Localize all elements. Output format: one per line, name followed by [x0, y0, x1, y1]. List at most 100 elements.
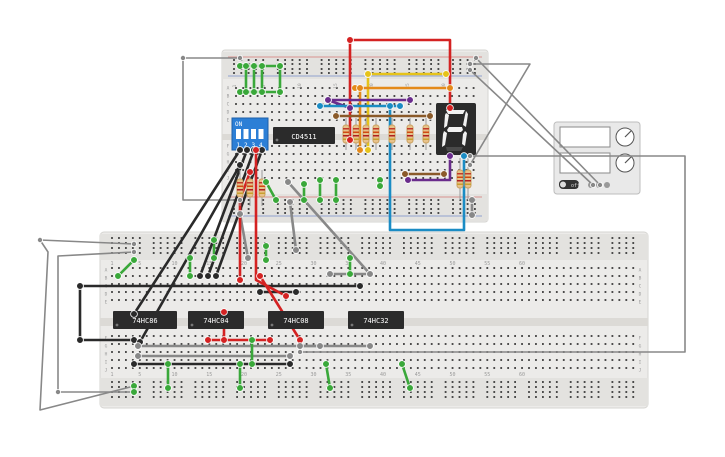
breadboard-hole[interactable]: [292, 95, 295, 97]
breadboard-hole[interactable]: [583, 335, 586, 337]
wire-endpoint[interactable]: [212, 272, 220, 280]
breadboard-hole[interactable]: [597, 242, 600, 244]
breadboard-hole[interactable]: [555, 283, 558, 285]
breadboard-hole[interactable]: [328, 203, 330, 205]
breadboard-hole[interactable]: [278, 111, 281, 113]
breadboard-hole[interactable]: [243, 299, 245, 301]
breadboard-hole[interactable]: [233, 68, 235, 70]
breadboard-hole[interactable]: [118, 367, 120, 369]
breadboard-hole[interactable]: [375, 335, 377, 337]
breadboard-hole[interactable]: [415, 208, 418, 210]
breadboard-hole[interactable]: [314, 161, 317, 163]
breadboard-hole[interactable]: [632, 391, 635, 393]
breadboard-hole[interactable]: [528, 283, 530, 285]
breadboard-hole[interactable]: [500, 359, 503, 361]
breadboard-hole[interactable]: [535, 237, 537, 239]
breadboard-hole[interactable]: [459, 203, 462, 205]
breadboard-hole[interactable]: [389, 283, 391, 285]
breadboard-hole[interactable]: [465, 237, 468, 239]
breadboard-hole[interactable]: [632, 367, 635, 369]
breadboard-hole[interactable]: [257, 299, 259, 301]
breadboard-hole[interactable]: [486, 367, 489, 369]
breadboard-hole[interactable]: [403, 359, 405, 361]
breadboard-hole[interactable]: [386, 177, 389, 179]
breadboard-hole[interactable]: [131, 283, 134, 285]
breadboard-hole[interactable]: [618, 381, 621, 383]
breadboard-hole[interactable]: [361, 386, 364, 388]
breadboard-hole[interactable]: [173, 291, 176, 293]
breadboard-hole[interactable]: [368, 335, 371, 337]
breadboard-hole[interactable]: [201, 335, 204, 337]
breadboard-hole[interactable]: [194, 367, 197, 369]
breadboard-hole[interactable]: [145, 299, 148, 301]
breadboard-hole[interactable]: [583, 299, 586, 301]
breadboard-hole[interactable]: [452, 63, 454, 65]
breadboard-hole[interactable]: [173, 247, 176, 249]
breadboard-hole[interactable]: [138, 267, 141, 269]
breadboard-hole[interactable]: [562, 291, 565, 293]
wire-endpoint[interactable]: [597, 181, 604, 188]
breadboard-hole[interactable]: [393, 169, 396, 171]
breadboard-hole[interactable]: [507, 386, 510, 388]
breadboard-hole[interactable]: [326, 299, 329, 301]
breadboard-hole[interactable]: [270, 267, 273, 269]
breadboard-hole[interactable]: [250, 381, 252, 383]
breadboard-hole[interactable]: [403, 237, 405, 239]
breadboard-hole[interactable]: [299, 87, 302, 89]
breadboard-hole[interactable]: [215, 381, 218, 383]
breadboard-hole[interactable]: [111, 396, 113, 398]
breadboard-hole[interactable]: [328, 72, 330, 74]
breadboard-hole[interactable]: [194, 252, 197, 254]
breadboard-hole[interactable]: [548, 391, 551, 393]
wire-endpoint[interactable]: [134, 342, 142, 350]
breadboard-hole[interactable]: [375, 386, 377, 388]
wire-endpoint[interactable]: [276, 62, 284, 70]
breadboard-hole[interactable]: [145, 267, 148, 269]
breadboard-hole[interactable]: [403, 396, 405, 398]
breadboard-hole[interactable]: [111, 343, 113, 345]
breadboard-hole[interactable]: [458, 359, 461, 361]
breadboard-hole[interactable]: [118, 386, 120, 388]
breadboard-hole[interactable]: [299, 177, 302, 179]
wire-endpoint[interactable]: [130, 388, 138, 396]
breadboard-hole[interactable]: [409, 247, 412, 249]
breadboard-hole[interactable]: [430, 335, 433, 337]
breadboard-hole[interactable]: [335, 169, 338, 171]
breadboard-hole[interactable]: [340, 381, 343, 383]
breadboard-hole[interactable]: [319, 283, 322, 285]
breadboard-hole[interactable]: [382, 386, 384, 388]
breadboard-hole[interactable]: [528, 381, 530, 383]
breadboard-hole[interactable]: [284, 343, 287, 345]
wire-endpoint[interactable]: [262, 242, 270, 250]
breadboard-hole[interactable]: [326, 343, 329, 345]
breadboard-hole[interactable]: [507, 381, 510, 383]
breadboard-hole[interactable]: [443, 161, 446, 163]
breadboard-hole[interactable]: [423, 267, 426, 269]
breadboard-hole[interactable]: [500, 267, 503, 269]
breadboard-hole[interactable]: [271, 87, 273, 89]
breadboard-hole[interactable]: [452, 212, 454, 214]
breadboard-hole[interactable]: [590, 343, 593, 345]
breadboard-hole[interactable]: [542, 396, 544, 398]
breadboard-hole[interactable]: [618, 252, 621, 254]
breadboard-hole[interactable]: [249, 87, 252, 89]
breadboard-hole[interactable]: [229, 351, 232, 353]
breadboard-hole[interactable]: [249, 111, 252, 113]
breadboard-hole[interactable]: [125, 343, 127, 345]
breadboard-hole[interactable]: [277, 343, 280, 345]
wire-endpoint[interactable]: [130, 248, 137, 255]
breadboard-hole[interactable]: [451, 335, 454, 337]
breadboard-hole[interactable]: [314, 95, 317, 97]
breadboard-hole[interactable]: [389, 335, 391, 337]
breadboard-hole[interactable]: [342, 59, 345, 61]
breadboard-hole[interactable]: [118, 283, 120, 285]
breadboard-hole[interactable]: [415, 111, 417, 113]
breadboard-hole[interactable]: [314, 177, 317, 179]
breadboard-hole[interactable]: [403, 247, 405, 249]
breadboard-hole[interactable]: [222, 343, 225, 345]
breadboard-hole[interactable]: [409, 283, 412, 285]
breadboard-hole[interactable]: [555, 381, 558, 383]
breadboard-hole[interactable]: [131, 359, 134, 361]
breadboard-hole[interactable]: [111, 291, 113, 293]
resistor[interactable]: [422, 124, 430, 144]
